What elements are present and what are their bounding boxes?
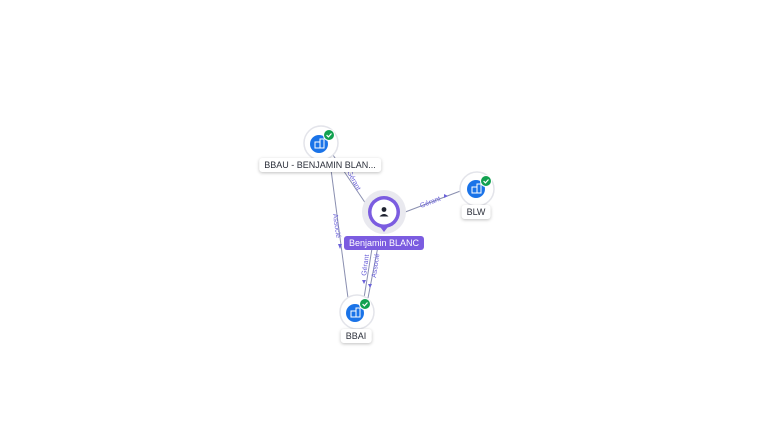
arrow-bbau-bbai [338,244,342,249]
company-node-bbai[interactable] [339,294,375,330]
edge-bbau-bbai [329,161,349,299]
edge-label-person-bbai-gerant: Gérant [361,254,371,276]
person-icon [379,207,389,217]
company-label-bbai[interactable]: BBAI [340,329,372,343]
verified-badge [480,175,492,187]
building-icon [314,138,325,149]
edge-label-person-bbau: Gérant [345,170,361,192]
person-node[interactable] [362,190,406,234]
person-name-label[interactable]: Benjamin BLANC [343,236,425,250]
building-icon [471,183,482,194]
verified-badge [323,129,335,141]
company-node-blw[interactable] [459,171,495,207]
company-node-bbau[interactable] [303,125,339,161]
arrow-person-blw [444,194,448,198]
company-label-blw[interactable]: BLW [461,205,491,219]
building-icon [350,307,361,318]
arrow-person-bbai-1 [362,280,366,284]
edge-person-blw [399,189,464,215]
verified-badge [359,298,371,310]
edge-label-person-bbai-associe: Associé [371,253,381,278]
arrow-person-bbai-2 [368,284,372,288]
edge-label-bbau-bbai: Associé [331,213,341,238]
company-label-bbau[interactable]: BBAU - BENJAMIN BLAN... [259,158,381,172]
edge-label-person-blw: Gérant [419,196,442,210]
